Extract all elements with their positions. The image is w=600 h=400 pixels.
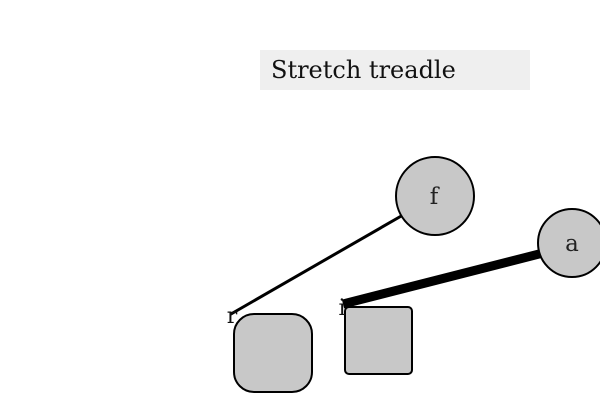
node-i-label: i <box>338 296 345 321</box>
node-r-shape <box>233 313 313 393</box>
node-i[interactable]: i <box>338 296 413 375</box>
node-r-label: r <box>227 304 238 329</box>
title-box: Stretch treadle <box>260 50 530 90</box>
node-a-label: a <box>565 231 579 257</box>
node-f-label: f <box>430 184 440 210</box>
edge-a-i <box>341 248 545 309</box>
edge-f-r <box>230 213 404 316</box>
node-r[interactable]: r <box>227 304 313 393</box>
title-text: Stretch treadle <box>271 56 456 84</box>
node-f-shape <box>395 156 475 236</box>
node-a-shape <box>537 208 600 278</box>
node-i-shape <box>344 306 413 375</box>
node-f[interactable]: f <box>395 156 475 236</box>
node-a[interactable]: a <box>537 208 600 278</box>
